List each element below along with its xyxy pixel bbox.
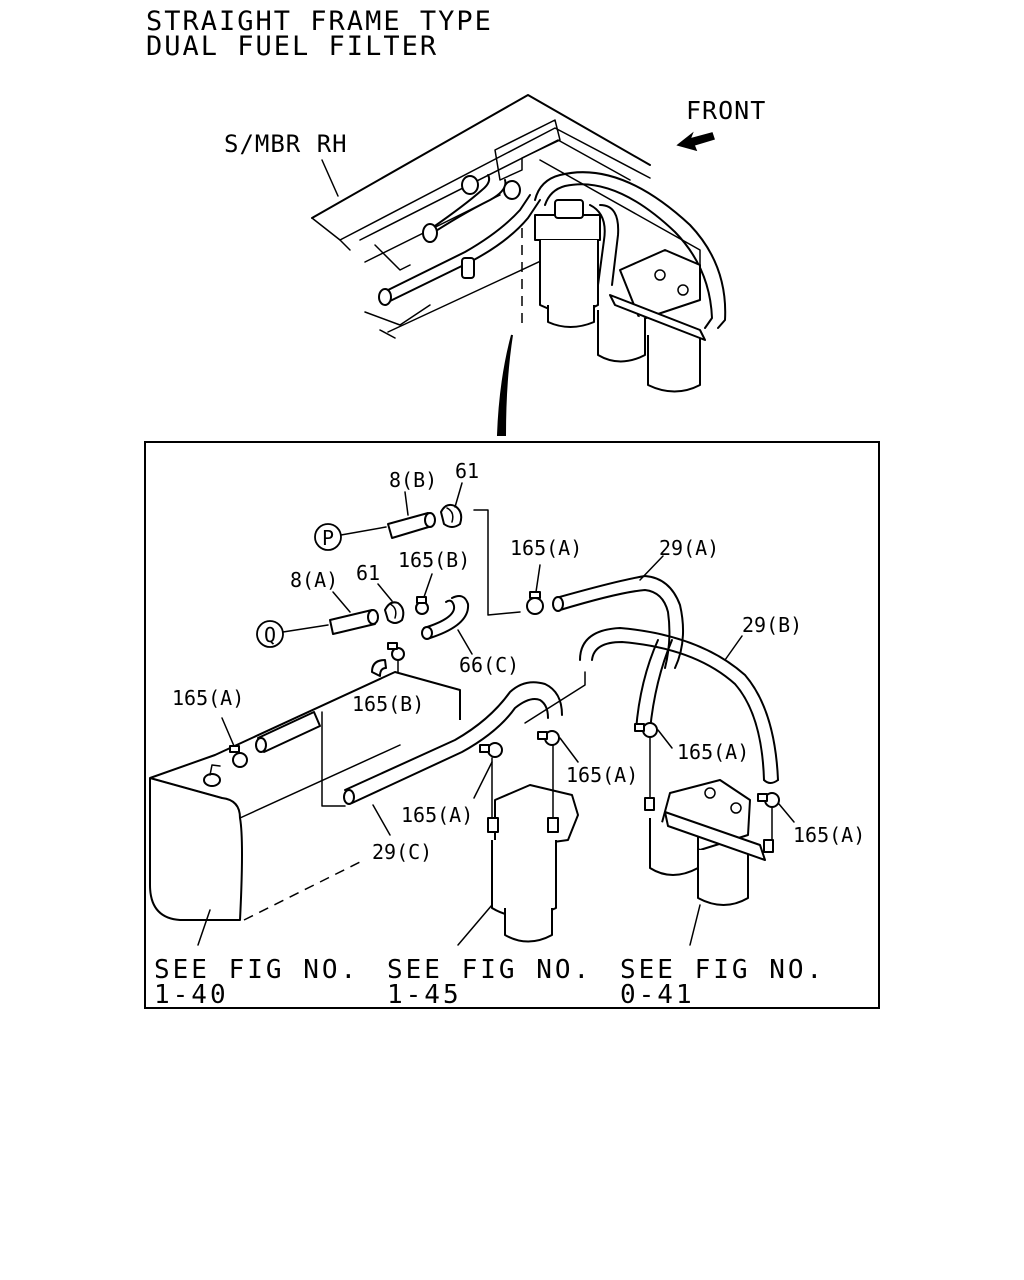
ref-q-letter: Q — [264, 623, 276, 647]
reference-fig-1-40: SEE FIG NO. 1-40 — [154, 955, 359, 1010]
clamp-165b-low — [387, 642, 405, 691]
clip-61-mid — [377, 583, 405, 624]
overview-single-filter — [534, 199, 601, 328]
reference-fig-1-45: SEE FIG NO. 1-45 — [387, 955, 592, 1010]
callout-165a-f2-top: 165(A) — [677, 740, 749, 764]
reference-1-line-2: 1-40 — [154, 980, 229, 1010]
detail-pointer-arrow — [496, 334, 513, 436]
clamp-165b-top — [415, 573, 433, 615]
reference-3-line-2: 0-41 — [620, 980, 695, 1010]
clamp-165a-f1-right — [537, 730, 579, 763]
reference-2-line-1: SEE FIG NO. — [387, 955, 592, 985]
callout-8a: 8(A) — [290, 568, 338, 592]
front-arrow-icon — [676, 131, 715, 152]
callout-8b: 8(B) — [389, 468, 437, 492]
hose-29a — [552, 555, 684, 669]
hose-66c — [421, 595, 473, 655]
detail-frame — [144, 441, 880, 1009]
overview-dual-filter — [597, 249, 706, 393]
callout-165a-f2-right: 165(A) — [793, 823, 865, 847]
reference-3-line-1: SEE FIG NO. — [620, 955, 825, 985]
single-fuel-filter — [457, 741, 579, 946]
clamp-165a-tank — [221, 717, 248, 768]
ref-p-callout: P — [314, 523, 387, 551]
callout-165a-mid: 165(A) — [510, 536, 582, 560]
frame-label: S/MBR RH — [224, 130, 348, 158]
clamp-165a-f1-left — [473, 742, 503, 799]
clamp-165a-f2-top — [634, 722, 673, 749]
callout-165b-low: 165(B) — [352, 692, 424, 716]
tank-short-hose — [255, 711, 321, 753]
callout-61-top: 61 — [455, 459, 479, 483]
callout-29a: 29(A) — [659, 536, 719, 560]
title-line-1: STRAIGHT FRAME TYPE — [146, 6, 493, 37]
hose-29c — [343, 681, 563, 836]
callout-165a-tank: 165(A) — [172, 686, 244, 710]
reference-fig-0-41: SEE FIG NO. 0-41 — [620, 955, 825, 1010]
dual-fuel-filter — [644, 737, 774, 946]
ref-q-callout: Q — [256, 620, 329, 648]
overview-illustration — [311, 94, 727, 436]
small-elbow — [371, 659, 387, 677]
reference-2-line-2: 1-45 — [387, 980, 462, 1010]
reference-1-line-1: SEE FIG NO. — [154, 955, 359, 985]
clamp-165a-mid — [526, 564, 544, 615]
front-label: FRONT — [686, 96, 766, 125]
callout-61-mid: 61 — [356, 561, 380, 585]
frame-side-member — [311, 94, 651, 219]
clip-61-top — [440, 482, 463, 528]
hose-29b — [579, 627, 779, 784]
title-line-2: DUAL FUEL FILTER — [146, 31, 438, 62]
clamp-165a-f2-right — [757, 792, 795, 841]
callout-165a-f1-right: 165(A) — [566, 763, 638, 787]
callout-165b-top: 165(B) — [398, 548, 470, 572]
hose-8b — [387, 491, 436, 539]
callout-165a-f1-left: 165(A) — [401, 803, 473, 827]
callout-29c: 29(C) — [372, 840, 432, 864]
hose-8a — [329, 591, 379, 635]
callout-66c: 66(C) — [459, 653, 519, 677]
ref-p-letter: P — [322, 526, 334, 550]
callout-29b: 29(B) — [742, 613, 802, 637]
